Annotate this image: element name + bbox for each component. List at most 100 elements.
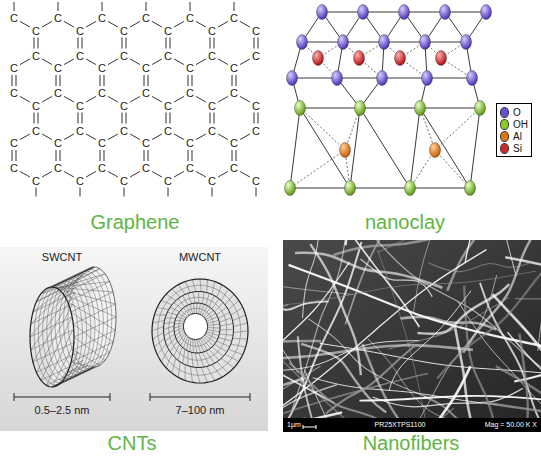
tube-mesh [157, 307, 168, 309]
tube-mesh [228, 349, 242, 354]
carbon-bond [20, 21, 30, 27]
atom-symbol: C [208, 50, 216, 61]
legend-row: OH [500, 118, 528, 130]
atom-symbol: C [10, 138, 18, 149]
carbon-bond [64, 134, 74, 140]
carbon-bond [218, 134, 228, 140]
tube-mesh [172, 358, 176, 373]
crystal-edge [337, 78, 382, 79]
tube-mesh [207, 320, 219, 323]
dimension: 7–100 nm [176, 404, 225, 417]
image-panel: SWCNTMWCNT0.5–2.5 nm7–100 nm [0, 247, 268, 431]
carbon-bond [152, 134, 162, 140]
tube-mesh [206, 313, 216, 319]
carbon-bond [34, 38, 35, 49]
tube-mesh [181, 335, 187, 346]
nanofiber [519, 334, 527, 418]
atom-symbol: C [54, 13, 62, 24]
legend-swatch [500, 119, 509, 130]
atom [287, 71, 298, 86]
tube-mesh [33, 292, 75, 312]
nanofiber [290, 363, 401, 418]
carbon-bond [236, 150, 237, 161]
atom-symbol: C [120, 100, 128, 111]
tube-mesh [185, 365, 186, 381]
tube-mesh [219, 334, 233, 336]
tube-mesh [41, 317, 72, 380]
nanofiber [326, 345, 416, 413]
tube-mesh [212, 347, 223, 356]
atom-symbol: C [120, 50, 128, 61]
carbon-bond [16, 150, 17, 161]
crystal-edge [322, 12, 363, 13]
carbon-bond [122, 113, 123, 124]
nanofiber [464, 286, 497, 418]
atom [340, 143, 351, 158]
atom-symbol: C [142, 163, 150, 174]
tube-mesh [217, 341, 230, 347]
carbon-bond [82, 38, 83, 49]
atom-symbol: C [252, 125, 260, 136]
tube-mesh [190, 366, 192, 382]
dimension: 0.5–2.5 nm [34, 404, 89, 417]
tube-mesh [212, 365, 222, 378]
atom [422, 71, 433, 86]
atom-symbol: C [252, 175, 260, 186]
tube-mesh [207, 317, 218, 322]
atom [317, 5, 328, 20]
tube-mesh [187, 338, 190, 351]
tube-mesh [154, 314, 166, 315]
carbon-bond [148, 75, 149, 86]
carbon-bond [82, 113, 83, 124]
nanofiber [461, 240, 516, 276]
crystal-edge [290, 108, 300, 188]
atom-symbol: C [186, 138, 194, 149]
crystal-edge [410, 188, 470, 189]
tube-mesh [228, 300, 238, 309]
legend-swatch [500, 107, 509, 118]
crystal-edge [425, 42, 466, 43]
carbon-bond [108, 96, 118, 102]
crystal-edge [410, 108, 420, 188]
carbon-bond [236, 75, 237, 86]
nanofiber [316, 240, 419, 327]
crystal-edge [384, 42, 425, 43]
tube-mesh [192, 280, 195, 292]
carbon-bond [210, 113, 211, 124]
tube-name: SWCNT [42, 251, 82, 264]
nanofiber [391, 366, 471, 418]
carbon-bond [130, 96, 140, 102]
crystal-edge [350, 108, 360, 188]
crystal-edge [350, 188, 410, 189]
crystal-edge [427, 78, 472, 79]
crystal-edge [363, 12, 404, 13]
tube-mesh [154, 338, 164, 347]
tube-mesh [68, 302, 116, 330]
atom-symbol: C [186, 163, 194, 174]
tube-mesh [183, 336, 187, 348]
atom-symbol: C [76, 175, 84, 186]
atom-symbol: C [120, 125, 128, 136]
carbon-bond [86, 171, 96, 177]
nanofiber [492, 294, 541, 377]
tube-mesh [212, 282, 215, 295]
tube-mesh [201, 367, 207, 382]
carbon-bond [192, 75, 193, 86]
tube-mesh [179, 308, 214, 346]
tube-mesh [164, 326, 175, 329]
tube-mesh [225, 354, 239, 361]
tube-mesh [169, 297, 227, 360]
tube-mesh [167, 312, 177, 315]
carbon-bond [256, 188, 257, 197]
atom [430, 143, 441, 158]
atom-symbol: C [120, 25, 128, 36]
tube-mesh [218, 338, 232, 342]
atom-symbol: C [208, 25, 216, 36]
carbon-bond [152, 21, 162, 27]
sem-info-bar [283, 418, 541, 432]
tube-mesh [221, 289, 228, 301]
carbon-bond [108, 134, 118, 140]
sem-image [283, 240, 541, 418]
carbon-bond [42, 96, 52, 102]
atom [467, 71, 478, 86]
